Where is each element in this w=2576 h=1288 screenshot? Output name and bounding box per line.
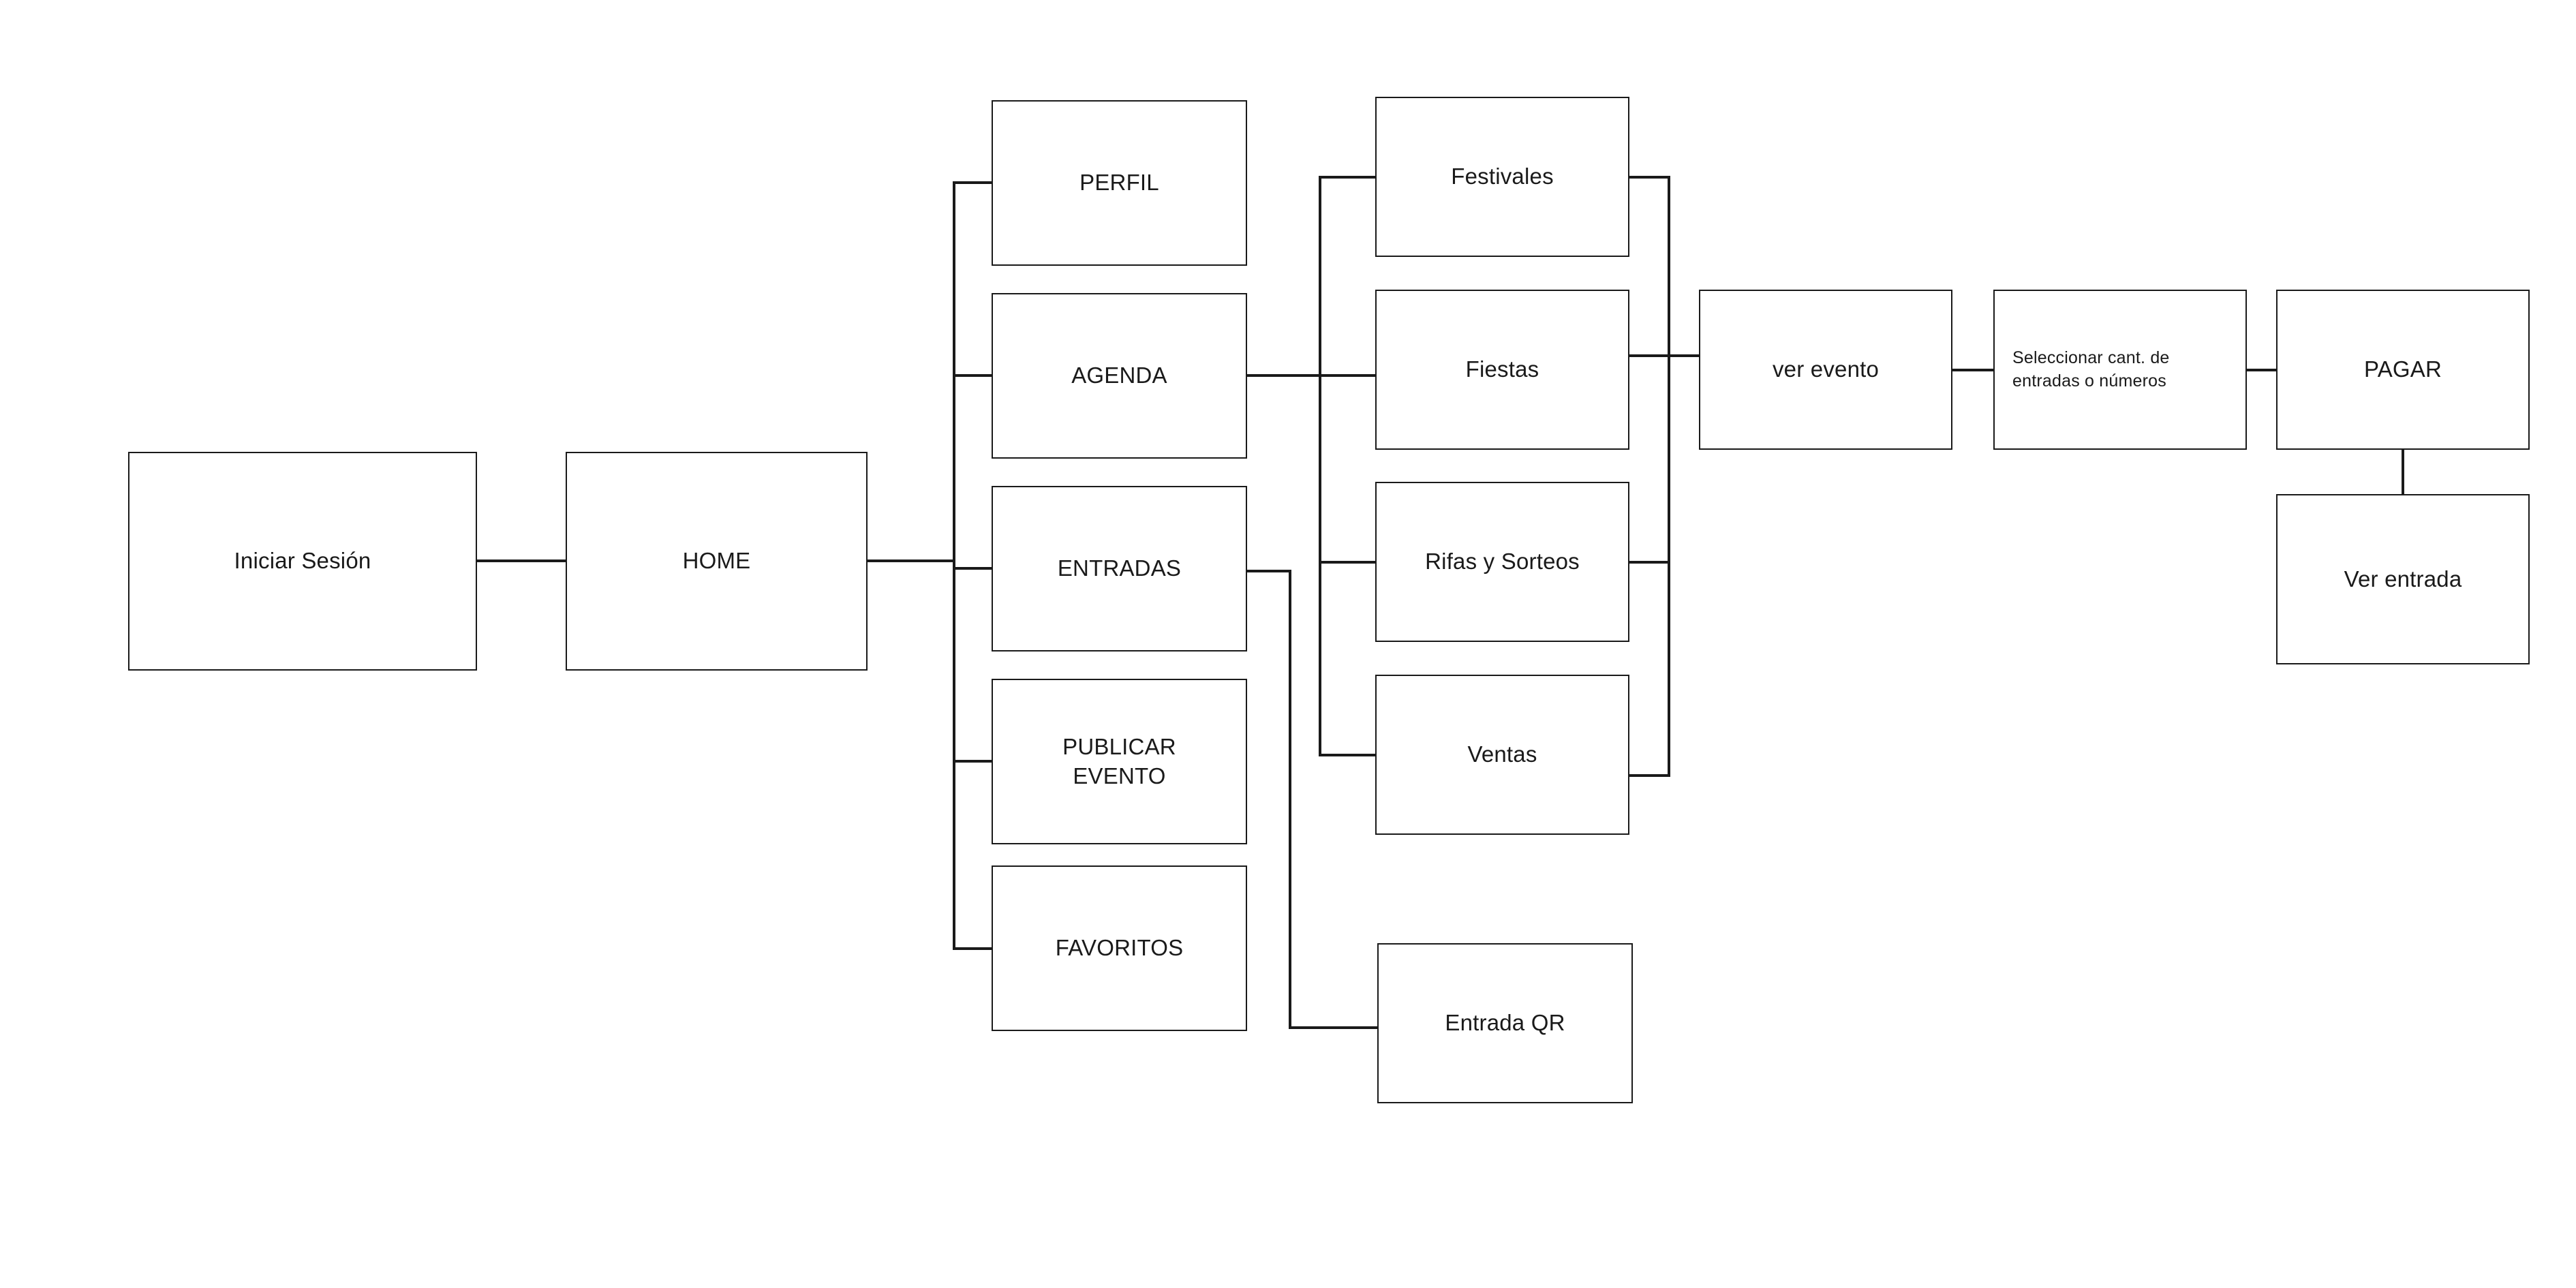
node-label-iniciar-sesion: Iniciar Sesión bbox=[234, 548, 371, 574]
node-pagar[interactable]: PAGAR bbox=[2276, 290, 2530, 450]
node-favoritos[interactable]: FAVORITOS bbox=[992, 865, 1247, 1031]
connector-entradas-to-entrada-qr bbox=[1246, 570, 1379, 1029]
node-label-ventas: Ventas bbox=[1467, 741, 1537, 767]
node-home[interactable]: HOME bbox=[566, 452, 868, 671]
node-label-seleccionar-cantidad: Seleccionar cant. de entradas o números bbox=[2012, 348, 2170, 390]
node-label-pagar: PAGAR bbox=[2363, 356, 2442, 382]
node-fiestas[interactable]: Fiestas bbox=[1375, 290, 1629, 450]
node-perfil[interactable]: PERFIL bbox=[992, 100, 1247, 266]
node-label-rifas-y-sorteos: Rifas y Sorteos bbox=[1425, 549, 1580, 574]
node-label-home: HOME bbox=[682, 548, 751, 574]
node-ver-entrada[interactable]: Ver entrada bbox=[2276, 494, 2530, 664]
node-label-festivales: Festivales bbox=[1451, 164, 1554, 189]
node-entrada-qr[interactable]: Entrada QR bbox=[1377, 943, 1633, 1103]
node-rifas-y-sorteos[interactable]: Rifas y Sorteos bbox=[1375, 482, 1629, 642]
node-ver-evento[interactable]: ver evento bbox=[1699, 290, 1952, 450]
node-label-publicar-evento: PUBLICAR EVENTO bbox=[1062, 734, 1176, 788]
node-entradas[interactable]: ENTRADAS bbox=[992, 486, 1247, 651]
node-publicar-evento[interactable]: PUBLICAR EVENTO bbox=[992, 679, 1247, 844]
node-label-ver-entrada: Ver entrada bbox=[2344, 566, 2462, 592]
node-label-ver-evento: ver evento bbox=[1772, 356, 1880, 382]
node-label-entrada-qr: Entrada QR bbox=[1445, 1010, 1565, 1036]
node-label-fiestas: Fiestas bbox=[1465, 356, 1539, 382]
node-label-entradas: ENTRADAS bbox=[1057, 555, 1182, 581]
node-label-favoritos: FAVORITOS bbox=[1055, 935, 1184, 961]
node-seleccionar-cantidad[interactable]: Seleccionar cant. de entradas o números bbox=[1993, 290, 2247, 450]
node-ventas[interactable]: Ventas bbox=[1375, 675, 1629, 835]
node-iniciar-sesion[interactable]: Iniciar Sesión bbox=[128, 452, 477, 671]
node-label-agenda: AGENDA bbox=[1071, 363, 1167, 388]
node-label-perfil: PERFIL bbox=[1079, 170, 1159, 196]
node-agenda[interactable]: AGENDA bbox=[992, 293, 1247, 459]
node-festivales[interactable]: Festivales bbox=[1375, 97, 1629, 257]
